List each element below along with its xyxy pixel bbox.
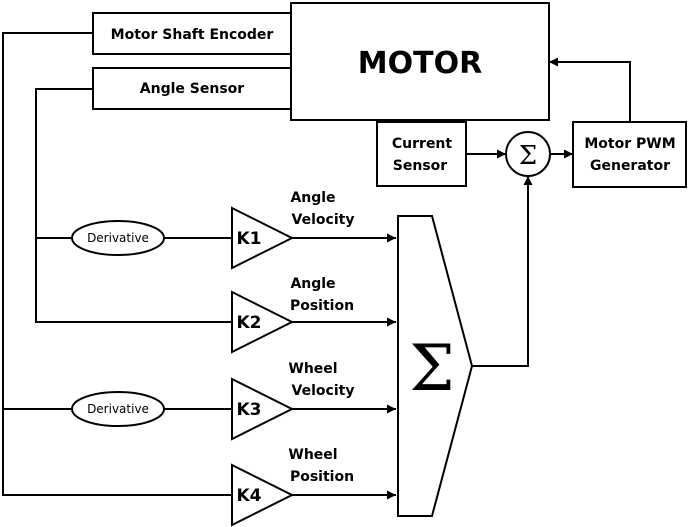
angle-velocity-label-line2: Velocity — [292, 212, 355, 228]
gain-k3-label: K3 — [236, 400, 261, 420]
wheel-velocity-label-line2: Velocity — [292, 383, 355, 399]
wheel-position-label-line2: Position — [290, 469, 354, 485]
motor-label: MOTOR — [358, 46, 482, 81]
motor-shaft-encoder-block — [92, 12, 292, 55]
pwm-label-line1: Motor PWM — [584, 136, 675, 152]
derivative-2-label: Derivative — [87, 402, 149, 416]
current-sensor-label-line1: Current — [392, 136, 453, 152]
angle-feedback-wire — [35, 88, 232, 323]
derivative-2-block — [71, 391, 165, 427]
encoder-feedback-wire — [2, 32, 232, 496]
angle-position-label-line2: Position — [290, 298, 354, 314]
gain-k2 — [231, 290, 295, 354]
derivative-1-label: Derivative — [87, 231, 149, 245]
motor-shaft-encoder-label: Motor Shaft Encoder — [111, 27, 274, 43]
big-sum-output-arrow — [472, 176, 533, 367]
angle-position-label-line1: Angle — [290, 276, 335, 292]
gain-k1-label: K1 — [236, 229, 261, 249]
gain-k1 — [231, 206, 295, 270]
wheel-position-label-line1: Wheel — [288, 447, 337, 463]
derivative-1-block — [71, 220, 165, 256]
current-sensor-label-line2: Sensor — [393, 158, 447, 174]
pwm-label-line2: Generator — [590, 158, 670, 174]
big-summer-symbol: Σ — [409, 332, 454, 406]
gain-k2-label: K2 — [236, 313, 261, 333]
pwm-to-motor-arrow — [549, 57, 631, 122]
motor-block — [290, 2, 550, 121]
gain-k4-label: K4 — [236, 486, 261, 506]
angle-velocity-label-line1: Angle — [290, 190, 335, 206]
small-summer — [505, 131, 551, 177]
gain-k3 — [231, 377, 295, 441]
angle-sensor-label: Angle Sensor — [140, 81, 244, 97]
big-summer — [397, 215, 474, 517]
gain-k4 — [231, 463, 295, 527]
wheel-velocity-label-line1: Wheel — [288, 361, 337, 377]
current-sensor-block — [376, 121, 467, 187]
small-summer-symbol: Σ — [519, 141, 537, 171]
angle-sensor-block — [92, 67, 292, 110]
pwm-generator-block — [572, 121, 687, 188]
